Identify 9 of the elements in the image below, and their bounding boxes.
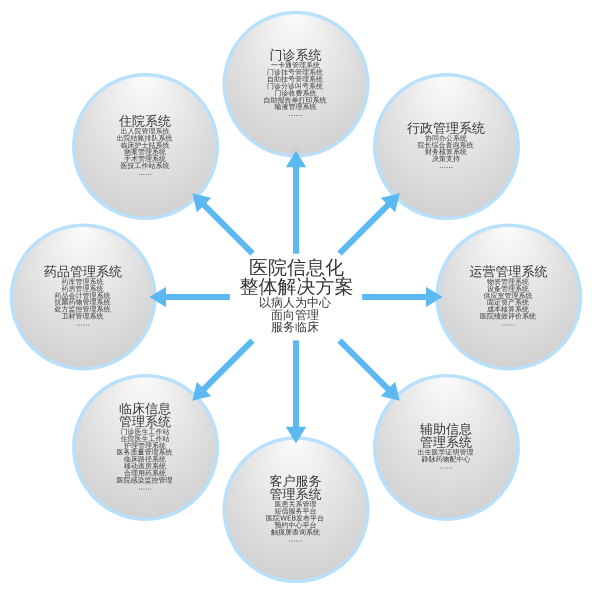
arrow — [362, 286, 443, 308]
arrow — [192, 338, 255, 401]
arrow — [192, 193, 255, 256]
arrow — [337, 338, 400, 401]
arrow — [286, 150, 306, 254]
arrow — [337, 193, 400, 256]
arrow — [286, 340, 306, 444]
node-text: 医院信息化整体解决方案 以病人为中心 面向管理 服务临床 — [239, 257, 354, 334]
arrow — [149, 286, 230, 308]
